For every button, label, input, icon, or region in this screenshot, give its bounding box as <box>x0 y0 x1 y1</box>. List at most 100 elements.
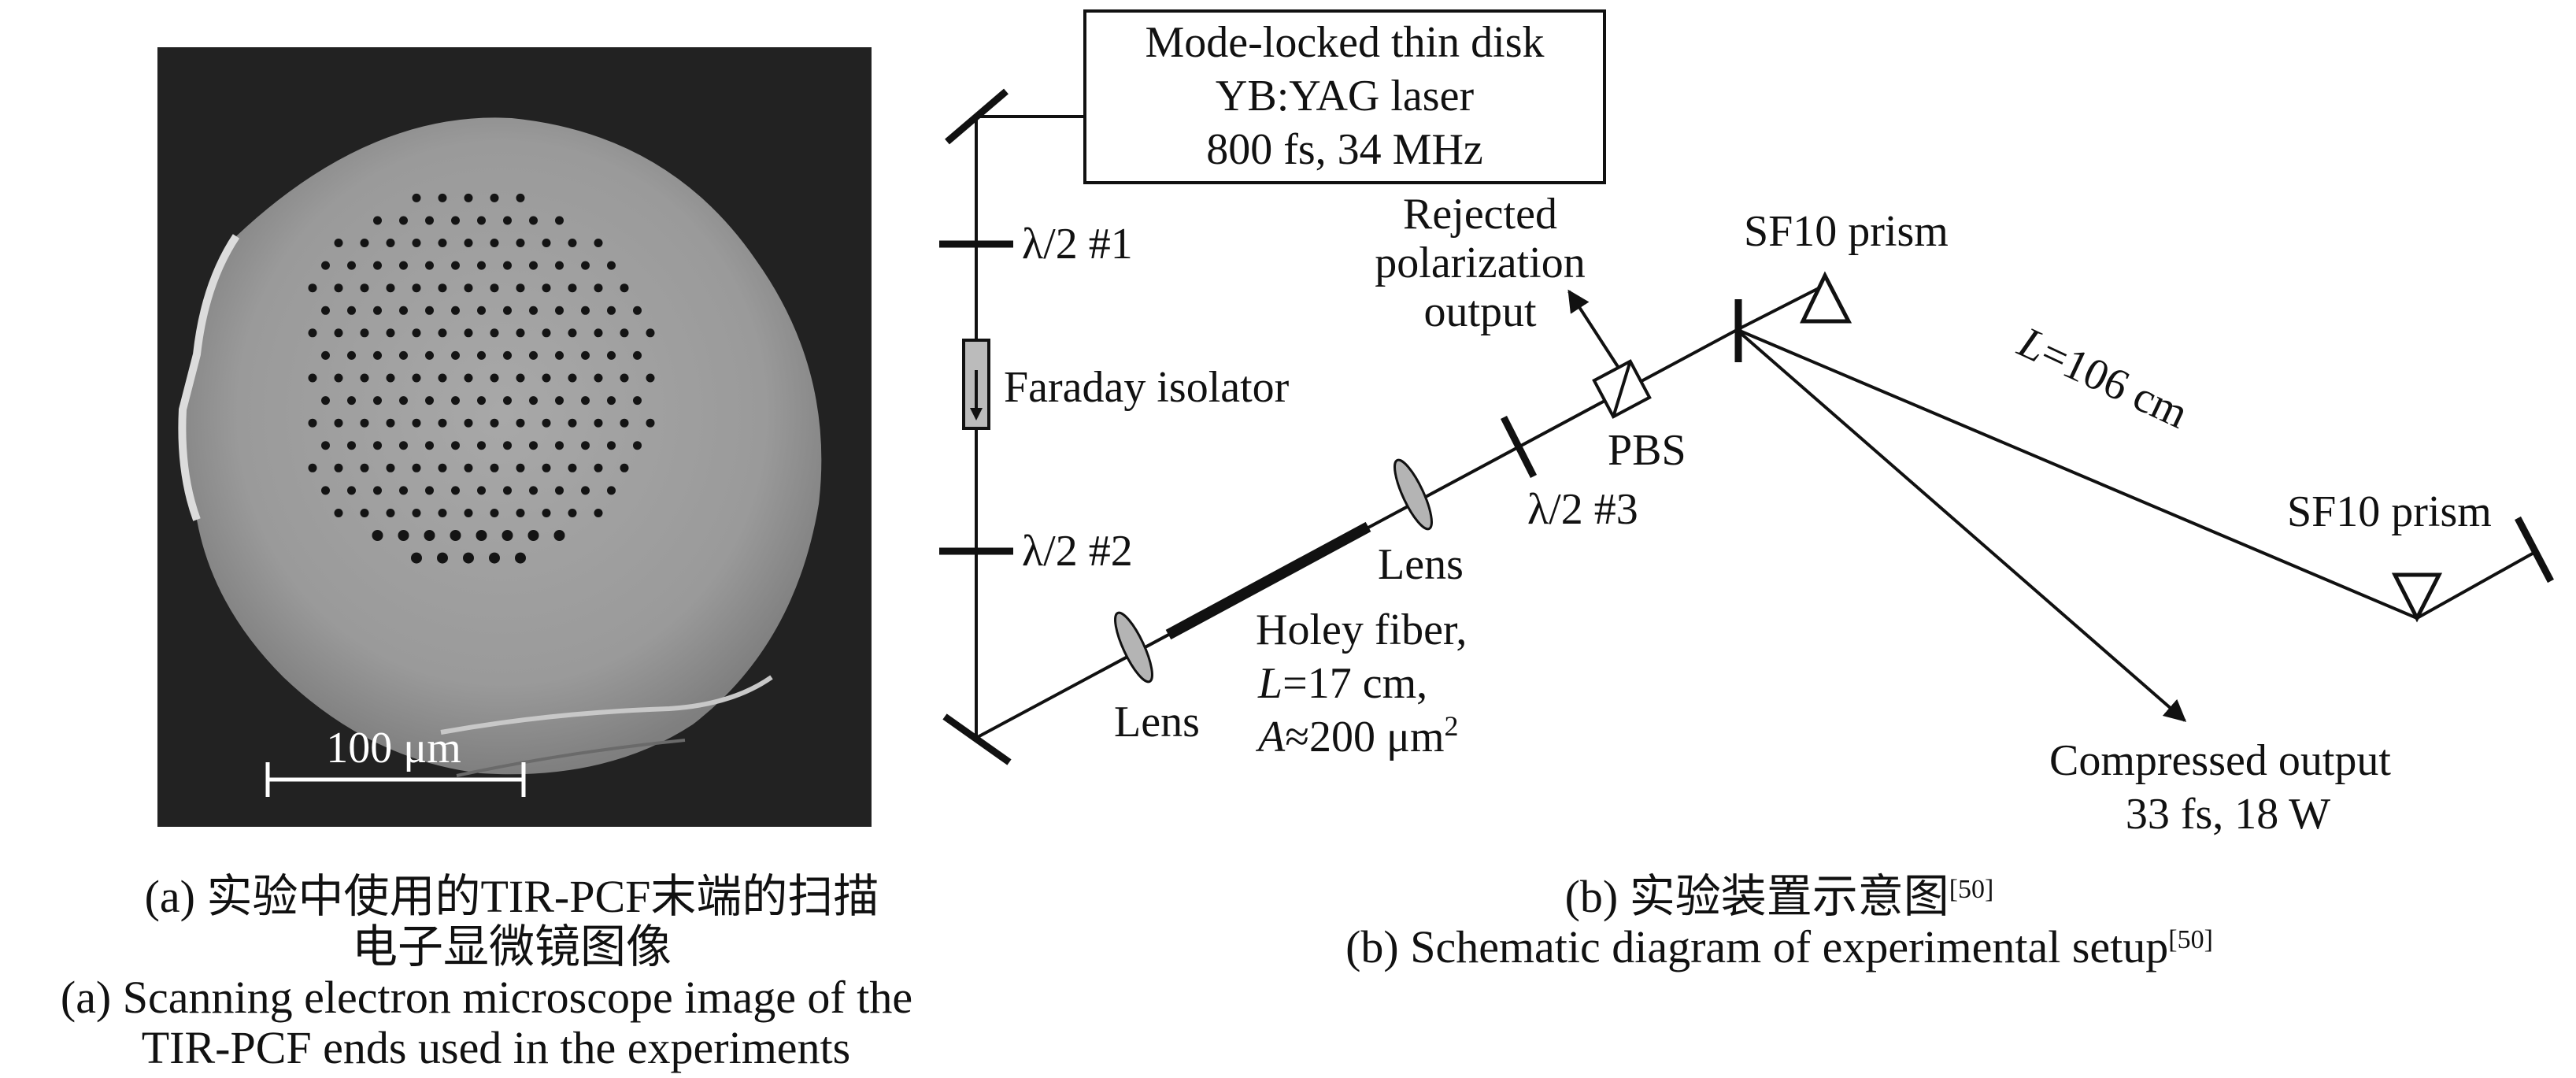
air-hole <box>360 418 369 428</box>
air-hole <box>594 418 603 428</box>
hwp3-label: λ/2 #3 <box>1527 485 1638 534</box>
air-hole <box>581 306 590 315</box>
sem-image: 100 μm <box>157 47 872 827</box>
air-hole <box>464 239 473 247</box>
air-hole <box>373 216 382 225</box>
air-hole <box>386 283 395 293</box>
air-hole <box>620 283 629 293</box>
air-hole <box>360 463 369 472</box>
caption-b-zh: (b) 实验装置示意图[50] <box>1565 871 1994 922</box>
caption-b-en: (b) Schematic diagram of experimental se… <box>1345 921 2213 972</box>
caption-a-en-line2: TIR-PCF ends used in the experiments <box>142 1022 851 1073</box>
air-hole <box>386 463 395 472</box>
air-hole <box>516 283 525 293</box>
air-hole <box>412 509 421 517</box>
air-hole <box>308 283 317 293</box>
air-hole <box>451 441 460 450</box>
air-hole <box>568 283 577 293</box>
air-hole <box>347 441 356 450</box>
air-hole <box>412 463 421 472</box>
air-hole <box>321 486 330 495</box>
pbs-cube <box>1592 359 1652 419</box>
lens-left-label: Lens <box>1114 698 1200 746</box>
air-hole <box>386 373 395 383</box>
air-hole <box>594 283 603 293</box>
air-hole <box>477 261 486 270</box>
air-hole <box>503 486 512 495</box>
fiber-label-line2: L=17 cm, <box>1257 659 1427 708</box>
air-hole <box>568 328 577 338</box>
air-hole <box>542 283 551 293</box>
air-hole <box>477 216 486 225</box>
air-hole <box>555 396 564 406</box>
air-hole <box>529 441 538 450</box>
air-hole <box>607 441 616 450</box>
air-hole <box>515 552 526 564</box>
air-hole <box>321 441 330 450</box>
air-hole <box>620 418 629 428</box>
air-hole <box>581 261 590 270</box>
air-hole <box>438 239 447 247</box>
air-hole <box>464 463 473 472</box>
prism1-label: SF10 prism <box>1744 207 1949 256</box>
air-hole <box>502 530 513 541</box>
air-hole <box>490 373 499 383</box>
output-label-line2: 33 fs, 18 W <box>2126 790 2330 839</box>
air-hole <box>438 509 447 517</box>
sf10-prism-2 <box>2391 572 2443 623</box>
half-wave-plate-3 <box>1500 415 1538 479</box>
air-hole <box>529 350 538 360</box>
lens-right <box>1393 458 1433 531</box>
air-hole <box>399 441 408 450</box>
laser-label-line2: YB:YAG laser <box>1216 72 1475 120</box>
laser-label-line3: 800 fs, 34 MHz <box>1206 125 1483 174</box>
laser-label-line1: Mode-locked thin disk <box>1145 18 1544 67</box>
air-hole <box>399 396 408 406</box>
air-hole <box>503 306 512 315</box>
mirror-end <box>2515 516 2554 583</box>
air-hole <box>334 328 343 338</box>
isolator-label: Faraday isolator <box>1004 363 1290 412</box>
air-hole <box>372 530 383 541</box>
rejected-label-line2: polarization <box>1375 239 1585 287</box>
air-hole <box>581 441 590 450</box>
air-hole <box>553 530 565 541</box>
air-hole <box>334 283 343 293</box>
fiber-end-face <box>178 117 822 777</box>
air-hole <box>542 418 551 428</box>
air-hole <box>411 552 422 564</box>
air-hole <box>477 396 486 406</box>
air-hole <box>555 350 564 360</box>
compressed-output-arrow <box>1734 328 2187 722</box>
air-hole <box>347 350 356 360</box>
air-hole <box>516 463 525 472</box>
air-hole <box>516 193 525 202</box>
air-hole <box>516 373 525 383</box>
prism2-label: SF10 prism <box>2287 487 2492 536</box>
air-hole <box>334 463 343 472</box>
air-hole <box>490 193 499 202</box>
air-hole <box>347 306 356 315</box>
mirror-top-left <box>945 88 1009 145</box>
air-hole <box>399 261 408 270</box>
air-hole <box>412 193 421 202</box>
caption-a-zh-line2: 电子显微镜图像 <box>352 921 672 972</box>
air-hole <box>620 463 629 472</box>
air-hole <box>321 350 330 360</box>
air-hole <box>451 261 460 270</box>
air-hole <box>464 283 473 293</box>
air-hole <box>412 239 421 247</box>
air-hole <box>412 418 421 428</box>
air-hole-lattice <box>308 193 655 564</box>
air-hole <box>308 418 317 428</box>
air-hole <box>399 350 408 360</box>
air-hole <box>386 509 395 517</box>
lens-left <box>1114 611 1153 683</box>
air-hole <box>334 373 343 383</box>
air-hole <box>646 373 655 383</box>
air-hole <box>399 306 408 315</box>
air-hole <box>581 396 590 406</box>
air-hole <box>438 193 447 202</box>
air-hole <box>360 283 369 293</box>
